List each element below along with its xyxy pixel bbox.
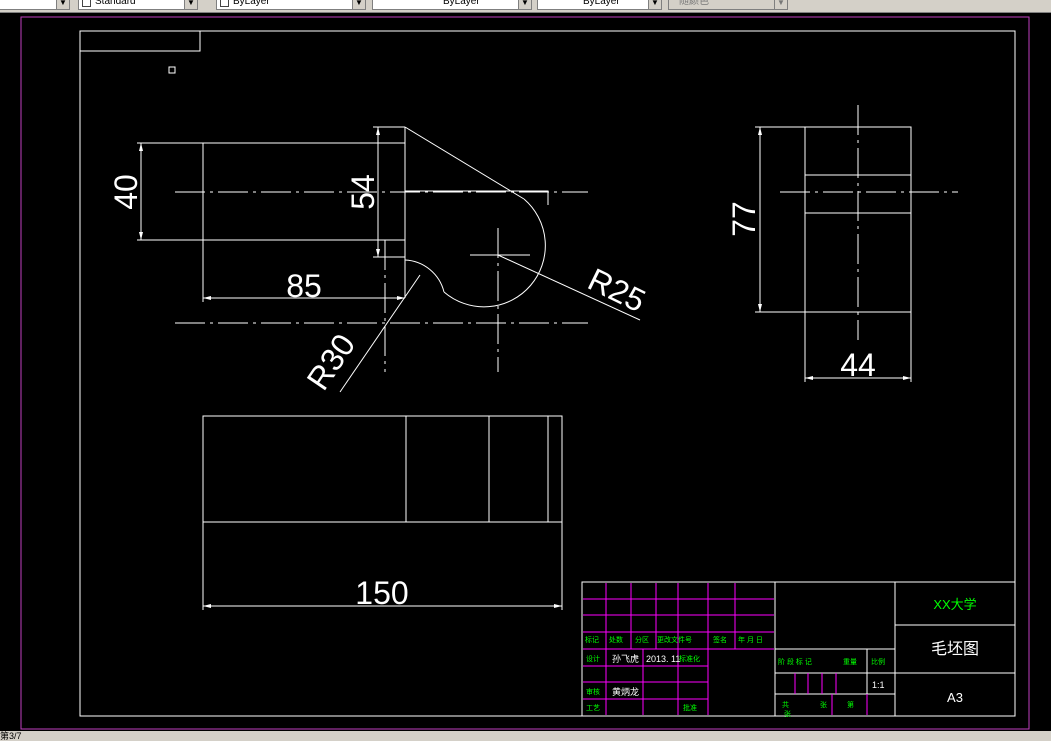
tb-header-mark: 标记: [585, 635, 599, 644]
chevron-down-icon[interactable]: ▼: [648, 0, 661, 9]
dim-150: 150: [355, 575, 408, 611]
lineweight-value: ByLayer: [583, 0, 620, 7]
tb-label-design: 设计: [586, 654, 600, 663]
tb-label-sheet1: 张: [820, 700, 827, 709]
top-view: [202, 415, 563, 610]
dim-85: 85: [286, 268, 322, 304]
chevron-down-icon[interactable]: ▼: [774, 0, 787, 9]
chevron-down-icon[interactable]: ▼: [56, 0, 69, 9]
tb-label-review: 审核: [586, 687, 600, 696]
tb-reviewer-name: 黄炳龙: [612, 686, 639, 697]
dim-54: 54: [345, 174, 381, 210]
properties-toolbar: ▼ Standard ▼ ByLayer ▼ ByLayer ▼ ByLayer…: [0, 0, 1051, 13]
dimension-style-combo[interactable]: Standard ▼: [78, 0, 198, 10]
dim-77: 77: [726, 201, 762, 237]
tb-drawing-name: 毛坯图: [931, 640, 979, 658]
dim-44: 44: [840, 347, 876, 383]
style-icon: [82, 0, 91, 7]
dim-40: 40: [108, 174, 144, 210]
tb-header-docno: 更改文件号: [657, 635, 692, 644]
tb-label-standard: 标准化: [679, 654, 700, 663]
lineweight-combo[interactable]: ByLayer ▼: [537, 0, 662, 10]
tb-header-sign: 签名: [713, 635, 727, 644]
tb-label-total: 共: [782, 700, 789, 709]
dim-r25: R25: [583, 261, 652, 319]
tb-header-date: 年 月 日: [738, 635, 763, 644]
tb-design-date: 2013. 11: [646, 654, 680, 664]
side-view: [755, 105, 958, 382]
tb-label-approve: 批准: [683, 703, 697, 712]
tb-sheet-size: A3: [947, 690, 963, 705]
layer-combo[interactable]: ByLayer ▼: [216, 0, 366, 10]
text-style-combo[interactable]: ▼: [0, 0, 70, 10]
title-block: 标记 处数 分区 更改文件号 签名 年 月 日 设计 标准化 审核 工艺 批准 …: [581, 581, 1016, 718]
drawing-frame: [79, 30, 1016, 717]
tb-label-scale: 比例: [871, 657, 885, 666]
tb-designer-name: 孙飞虎: [612, 653, 639, 664]
plotstyle-value: 随颜色: [679, 0, 709, 7]
tb-scale-value: 1:1: [872, 680, 885, 690]
tb-header-zone: 分区: [635, 635, 649, 644]
linetype-value: ByLayer: [443, 0, 480, 7]
drawing-canvas[interactable]: 40 54 85 R30 R25 77 44 150: [0, 13, 1051, 731]
code-box: [80, 31, 201, 52]
linetype-combo[interactable]: ByLayer ▼: [372, 0, 532, 10]
paper-border: [20, 16, 1030, 730]
plotstyle-combo[interactable]: 随颜色 ▼: [668, 0, 788, 10]
chevron-down-icon[interactable]: ▼: [184, 0, 197, 9]
status-bar: 第3/7: [0, 731, 1051, 741]
front-view: [137, 126, 641, 393]
color-swatch-icon: [220, 0, 229, 7]
chevron-down-icon[interactable]: ▼: [352, 0, 365, 9]
tb-header-count: 处数: [609, 635, 623, 644]
tb-school-name: XX大学: [933, 597, 976, 612]
tb-label-stage: 阶 段 标 记: [778, 657, 812, 666]
tb-label-sheet2: 张: [784, 709, 791, 718]
status-text: 第3/7: [0, 731, 22, 741]
tb-label-weight: 重量: [843, 658, 857, 666]
tb-label-process: 工艺: [586, 704, 600, 712]
chevron-down-icon[interactable]: ▼: [518, 0, 531, 9]
arrowheads: [139, 127, 911, 608]
layer-value: ByLayer: [233, 0, 270, 7]
dim-r30: R30: [300, 327, 363, 396]
tb-label-no: 第: [847, 700, 854, 709]
ucs-marker-icon: [168, 66, 176, 74]
dimension-style-value: Standard: [95, 0, 136, 7]
